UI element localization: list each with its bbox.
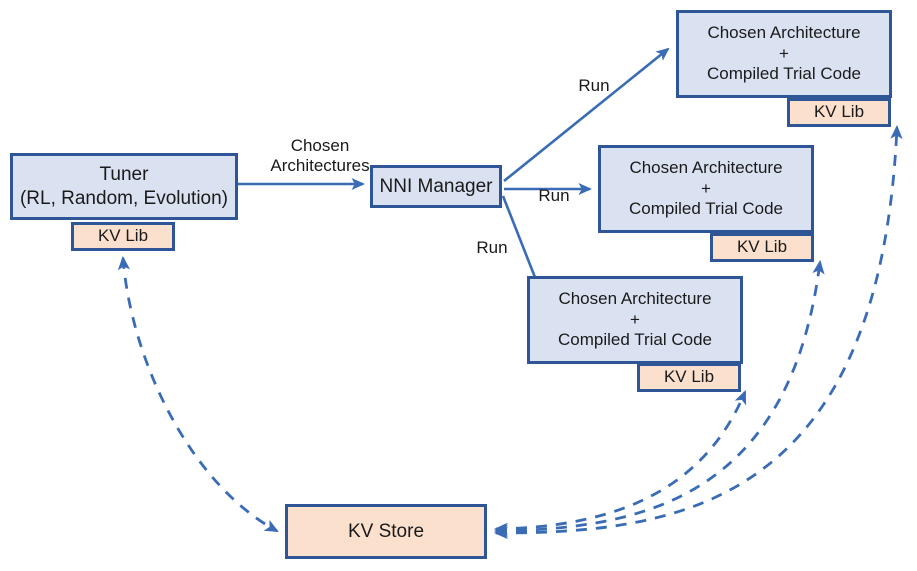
node-tuner[interactable]: Tuner (RL, Random, Evolution) <box>10 153 238 220</box>
node-tuner-kv-lib[interactable]: KV Lib <box>71 222 175 251</box>
edge-label-chosen-architectures: Chosen Architectures <box>270 136 370 176</box>
edge-label-run-top: Run <box>578 76 610 95</box>
connector-tuner-kvlib-to-kv-store <box>117 255 279 533</box>
node-trial-top[interactable]: Chosen Architecture + Compiled Trial Cod… <box>676 10 892 98</box>
edge-label-run-mid: Run <box>538 186 570 205</box>
edge-label-run-bottom: Run <box>476 238 508 257</box>
node-trial-top-kv-lib[interactable]: KV Lib <box>787 98 891 127</box>
node-kv-store[interactable]: KV Store <box>285 504 487 559</box>
node-trial-bottom-kv-lib[interactable]: KV Lib <box>637 363 741 392</box>
node-nni-manager[interactable]: NNI Manager <box>370 165 502 208</box>
node-trial-bottom[interactable]: Chosen Architecture + Compiled Trial Cod… <box>527 276 743 364</box>
node-trial-mid[interactable]: Chosen Architecture + Compiled Trial Cod… <box>598 145 814 233</box>
connector-trial-bot-kvlib-to-kv-store <box>493 390 747 535</box>
node-trial-mid-kv-lib[interactable]: KV Lib <box>710 233 814 262</box>
